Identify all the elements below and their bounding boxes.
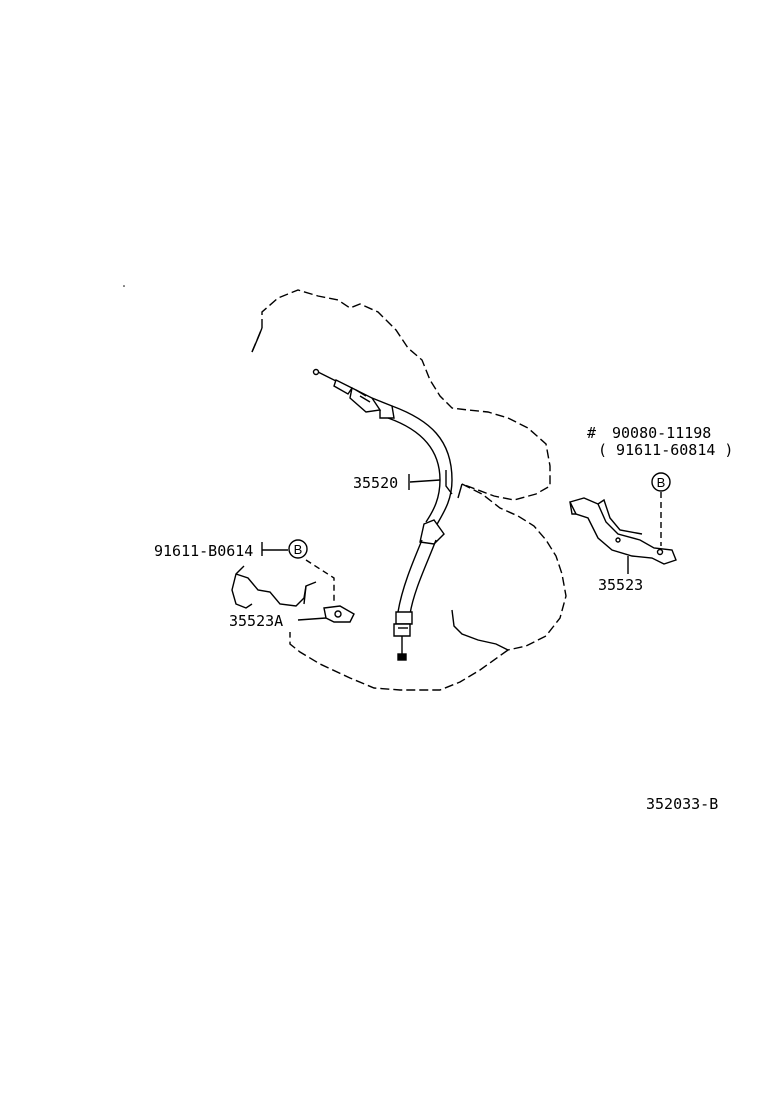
right-bracket	[568, 497, 677, 565]
bracket-a-part-label: 35523A	[229, 612, 283, 630]
left-callout-letter: B	[294, 542, 303, 557]
left-dashed-guides	[305, 559, 335, 604]
left-bolt-part-label: 91611-B0614	[154, 542, 253, 560]
right-callout-letter: B	[657, 475, 666, 490]
bracket-part-label: 35523	[598, 576, 643, 594]
diagram-id: 352033-B	[646, 795, 718, 813]
transmission-outline	[251, 289, 567, 691]
bracket-a-leader	[297, 617, 327, 621]
left-bolt-leader	[261, 542, 288, 556]
left-callout-circle: B	[288, 539, 308, 559]
right-bolt-part-label: 90080-11198	[612, 424, 711, 442]
right-bolt-prefix: #	[587, 424, 596, 442]
right-bolt-alt-label: ( 91611-60814 )	[598, 441, 733, 459]
cable-leader	[408, 474, 441, 490]
shift-cable	[312, 368, 453, 661]
case-edges	[251, 327, 509, 651]
right-callout-circle: B	[651, 472, 671, 492]
cable-part-label: 35520	[353, 474, 398, 492]
stray-dot	[123, 285, 125, 287]
